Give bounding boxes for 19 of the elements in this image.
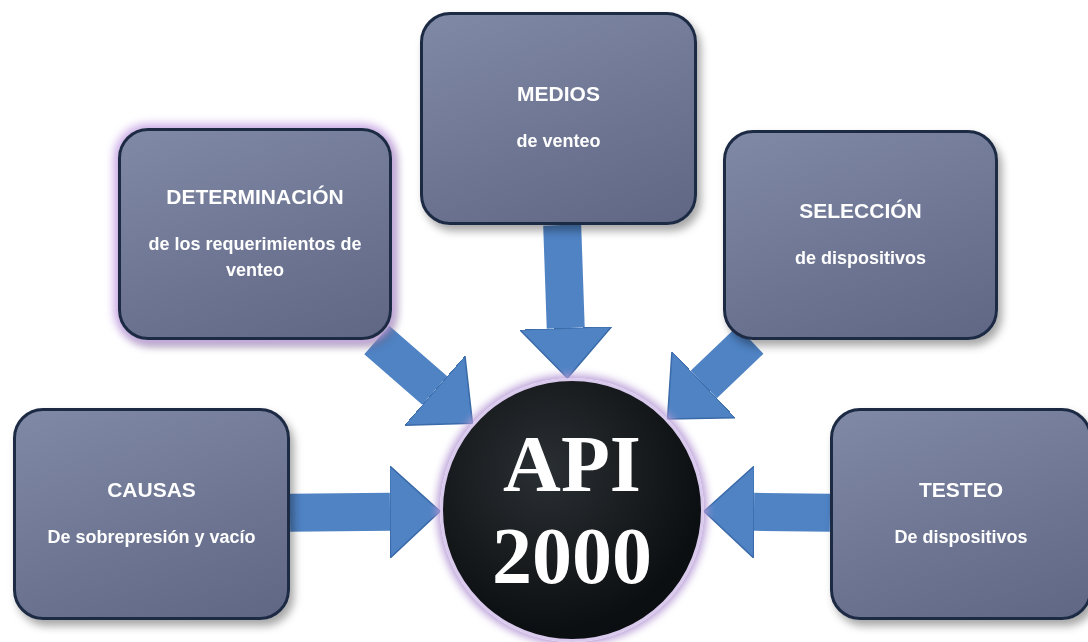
topic-box: [830, 408, 1088, 620]
box-heading: SELECCIÓN: [799, 198, 922, 223]
block-arrow: [519, 224, 613, 379]
box-description: de venteo: [516, 130, 601, 154]
box-description: de los requerimientos de venteo: [147, 232, 363, 282]
topic-box: [13, 408, 290, 620]
block-arrow: [289, 465, 441, 559]
topic-box: [118, 128, 392, 340]
topic-box: [723, 130, 998, 340]
standard-title: API 2000: [491, 419, 653, 602]
box-description: De sobrepresión y vacío: [47, 525, 256, 549]
box-heading: CAUSAS: [107, 477, 196, 502]
topic-box: [420, 12, 697, 225]
box-heading: TESTEO: [919, 477, 1003, 502]
block-arrow: [364, 325, 474, 426]
box-description: De dispositivos: [894, 525, 1028, 549]
box-description: de dispositivos: [795, 246, 926, 270]
box-heading: DETERMINACIÓN: [166, 184, 344, 209]
box-heading: MEDIOS: [517, 82, 600, 107]
